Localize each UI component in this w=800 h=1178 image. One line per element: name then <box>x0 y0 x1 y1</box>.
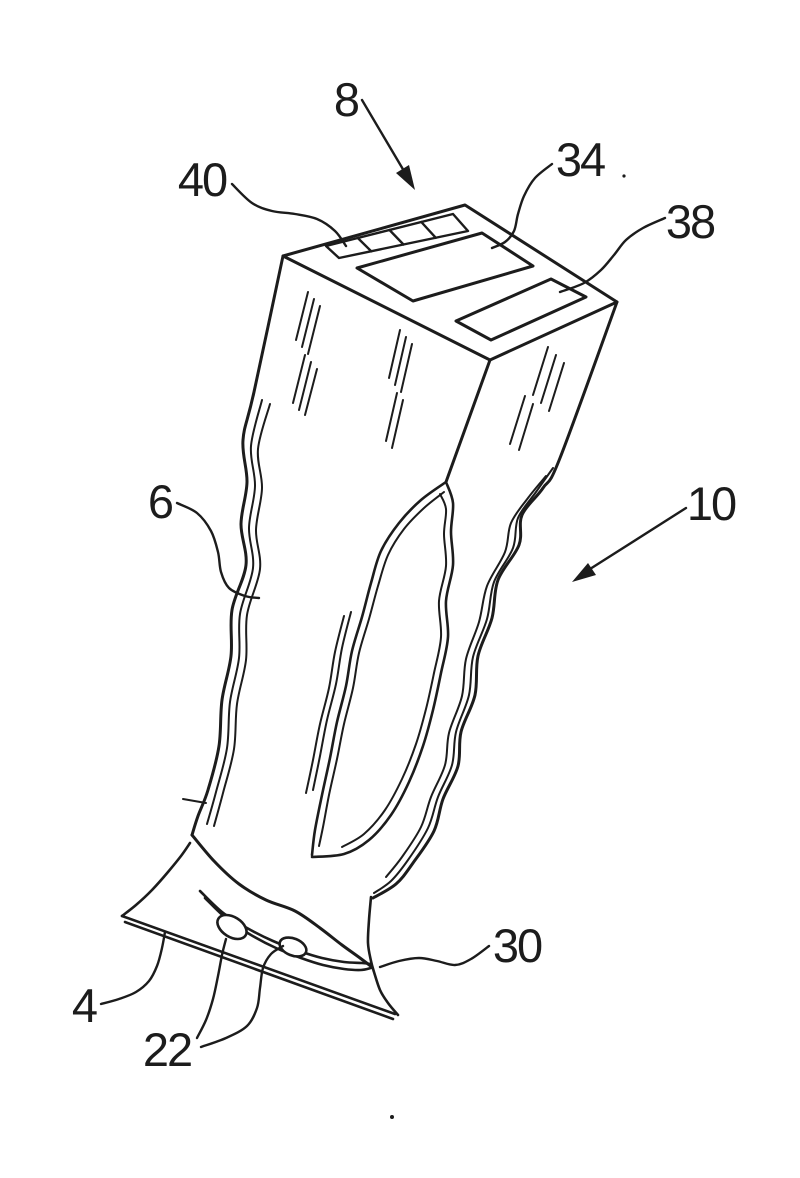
skin-surface-line-upper <box>120 914 397 1016</box>
button-divider <box>356 236 373 253</box>
shine-hatching-center-face <box>385 329 413 449</box>
electrode-window-right <box>278 936 308 958</box>
ref-numeral-30: 30 <box>493 919 542 972</box>
skin-fold-left <box>120 841 192 918</box>
grip-contour-echo <box>305 615 345 794</box>
arrow-10-head <box>572 563 596 582</box>
ref-numeral-10: 10 <box>687 477 736 530</box>
body-right-edge-echo <box>385 475 547 878</box>
handheld-probe-device <box>182 203 619 972</box>
reference-annotations: 8 40 34 38 6 10 30 4 22 <box>72 73 738 1076</box>
grip-seam-right-echo <box>341 493 448 848</box>
grip-tick-mark <box>182 798 207 804</box>
electrode-window-left <box>216 913 248 941</box>
ref-numeral-22: 22 <box>143 1023 191 1076</box>
body-right-edge-echo <box>373 467 554 894</box>
leader-22-to-right-electrode <box>199 944 285 1049</box>
print-speck <box>390 1115 394 1119</box>
skin-fold-right <box>366 895 400 1017</box>
leader-30 <box>378 944 491 969</box>
body-left-edge-echo <box>213 403 271 827</box>
ref-numeral-6: 6 <box>148 475 173 528</box>
button-strip-outline <box>324 212 470 260</box>
body-left-edge <box>190 254 285 837</box>
ref-numeral-34: 34 <box>556 133 605 186</box>
body-left-edge-echo <box>206 399 263 825</box>
leader-38 <box>558 216 667 294</box>
ref-numeral-40: 40 <box>178 153 227 206</box>
display-window <box>355 231 535 303</box>
ref-numeral-8: 8 <box>334 73 359 126</box>
arrow-8-head <box>396 165 415 190</box>
body-right-edge <box>371 300 619 900</box>
button-strip <box>324 212 470 260</box>
leader-6 <box>175 501 261 600</box>
leader-40 <box>230 182 348 248</box>
leader-22-to-left-electrode <box>195 937 228 1040</box>
skin-surface <box>120 841 400 1021</box>
shine-hatching-right-face <box>509 346 565 451</box>
ref-numeral-4: 4 <box>72 979 97 1032</box>
grip-seam-right <box>310 480 455 859</box>
shine-hatching-left-face <box>292 291 321 416</box>
leader-34 <box>490 162 554 250</box>
arrow-10-shaft <box>588 506 688 571</box>
button-divider <box>388 228 405 246</box>
grip-seam-left-echo <box>318 491 445 847</box>
ref-numeral-38: 38 <box>666 195 715 248</box>
grip-contour-echo <box>312 611 352 791</box>
arrow-8-shaft <box>360 98 406 173</box>
grip-seam-left <box>310 480 448 857</box>
secondary-window <box>454 277 588 342</box>
body-center-edge <box>444 358 492 484</box>
tip-dome-arc <box>190 833 374 969</box>
leader-4 <box>99 930 167 1006</box>
print-speck <box>622 174 626 178</box>
button-divider <box>420 220 437 240</box>
skin-surface-line-lower <box>123 920 395 1021</box>
